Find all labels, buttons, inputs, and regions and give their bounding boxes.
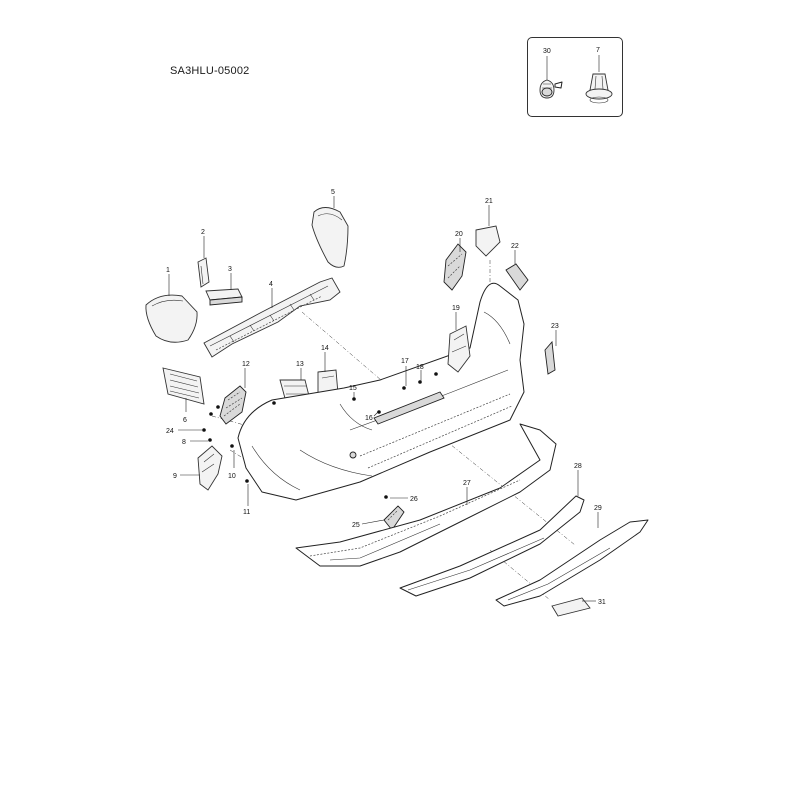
label-6: 6 [183,417,187,424]
nut-clip-icon [539,79,563,99]
label-7: 7 [596,47,600,54]
label-19: 19 [452,305,460,312]
label-12: 12 [242,361,250,368]
part-27-lower-diffuser [295,423,557,567]
label-14: 14 [321,345,329,352]
label-4: 4 [269,281,273,288]
label-27: 27 [463,480,471,487]
label-17: 17 [401,358,409,365]
label-31: 31 [598,599,606,606]
leader-lines [168,196,599,602]
label-22: 22 [511,243,519,250]
part-bumper-fascia [237,282,525,501]
part-23-reflector [544,340,556,375]
part-9-side-bracket [197,445,223,491]
part-5-pad [311,207,349,268]
part-25-reflector [383,505,405,531]
part-28-lower-strip [399,495,585,597]
label-2: 2 [201,229,205,236]
part-17-reflector-strip [373,391,445,425]
part-22-bracket [505,263,529,291]
label-8: 8 [182,439,186,446]
label-29: 29 [594,505,602,512]
fastener-inset-panel: 30 7 [527,37,623,117]
part-31-plate [551,597,591,617]
label-28: 28 [574,463,582,470]
part-1-pad [145,294,198,343]
push-clip-icon [585,73,613,104]
label-25: 25 [352,522,360,529]
label-30: 30 [543,48,551,55]
label-5: 5 [331,189,335,196]
callout-labels: 1 2 3 4 5 6 8 9 10 11 12 13 14 15 16 17 … [166,189,606,606]
label-1: 1 [166,267,170,274]
part-4-absorber-beam [203,277,341,358]
fastener-inset-svg: 30 7 [539,47,613,104]
part-20-bracket [443,243,467,291]
fastener-dots [202,372,438,499]
part-19-bracket [447,325,471,373]
part-21-cover [475,225,501,257]
label-9: 9 [173,473,177,480]
label-26: 26 [410,496,418,503]
label-15: 15 [349,385,357,392]
label-21: 21 [485,198,493,205]
part-12-bracket [219,385,247,425]
label-20: 20 [455,231,463,238]
diagram-code: SA3HLU-05002 [170,65,250,77]
label-16: 16 [365,415,373,422]
label-23: 23 [551,323,559,330]
label-11: 11 [243,509,250,516]
part-6-grille [162,367,205,405]
label-3: 3 [228,266,232,273]
label-24: 24 [166,428,174,435]
part-3-block [205,288,243,306]
label-13: 13 [296,361,304,368]
label-18: 18 [416,364,424,371]
part-2-spacer [197,257,210,288]
part-29-skid-trim [495,519,649,607]
label-10: 10 [228,473,236,480]
